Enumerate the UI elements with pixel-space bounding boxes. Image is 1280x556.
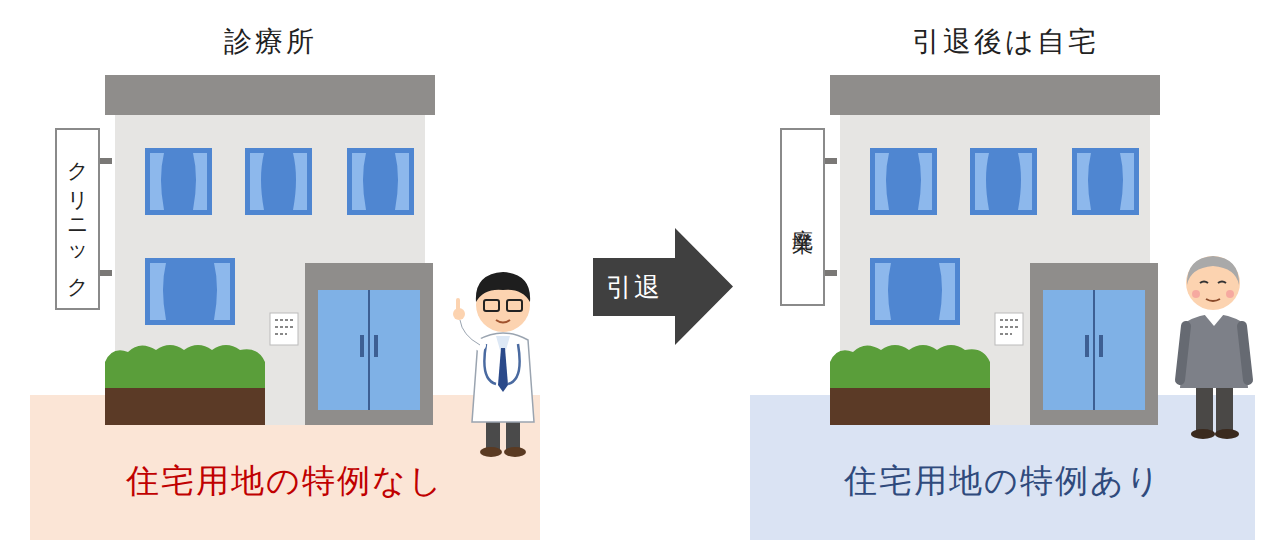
signboard: クリニック <box>55 128 100 310</box>
man-sweater <box>1180 314 1248 388</box>
man-cheek <box>1226 290 1234 298</box>
sign-text: 廃業 <box>782 130 823 304</box>
block-arrow: 引退 <box>593 228 733 345</box>
doctor-arm <box>460 320 480 345</box>
man-cheek <box>1192 290 1200 298</box>
status-text: 住宅用地の特例なし <box>30 459 540 504</box>
man-hair <box>1187 256 1239 285</box>
man-mouth <box>1206 299 1220 301</box>
tax-band: 住宅用地の特例なし <box>30 395 540 540</box>
signboard: 廃業 <box>780 128 825 306</box>
panel-heading: 診療所 <box>224 23 317 61</box>
doctor-tie <box>498 348 508 392</box>
sign-text: クリニック <box>57 130 98 308</box>
man-collar <box>1204 314 1224 326</box>
clinic-building <box>100 75 435 425</box>
stethoscope <box>484 344 519 384</box>
man-arm <box>1180 326 1248 380</box>
tax-band: 住宅用地の特例あり <box>750 395 1255 540</box>
man-head <box>1186 256 1240 310</box>
home-building <box>825 75 1160 425</box>
doctor-hand <box>453 308 465 320</box>
doctor-shirt <box>496 336 510 350</box>
doctor-glasses <box>507 300 522 311</box>
doctor-arm-line <box>460 320 480 345</box>
arrow-outline <box>593 228 733 345</box>
status-text: 住宅用地の特例あり <box>750 459 1255 504</box>
doctor-mouth <box>496 320 510 323</box>
doctor-hair <box>476 272 530 302</box>
arrow-label: 引退 <box>593 258 675 316</box>
doctor-finger <box>456 298 460 312</box>
doctor-head <box>476 278 530 332</box>
doctor-glasses <box>484 300 499 311</box>
panel-heading: 引退後は自宅 <box>912 23 1099 61</box>
man-eyes <box>1200 282 1226 284</box>
